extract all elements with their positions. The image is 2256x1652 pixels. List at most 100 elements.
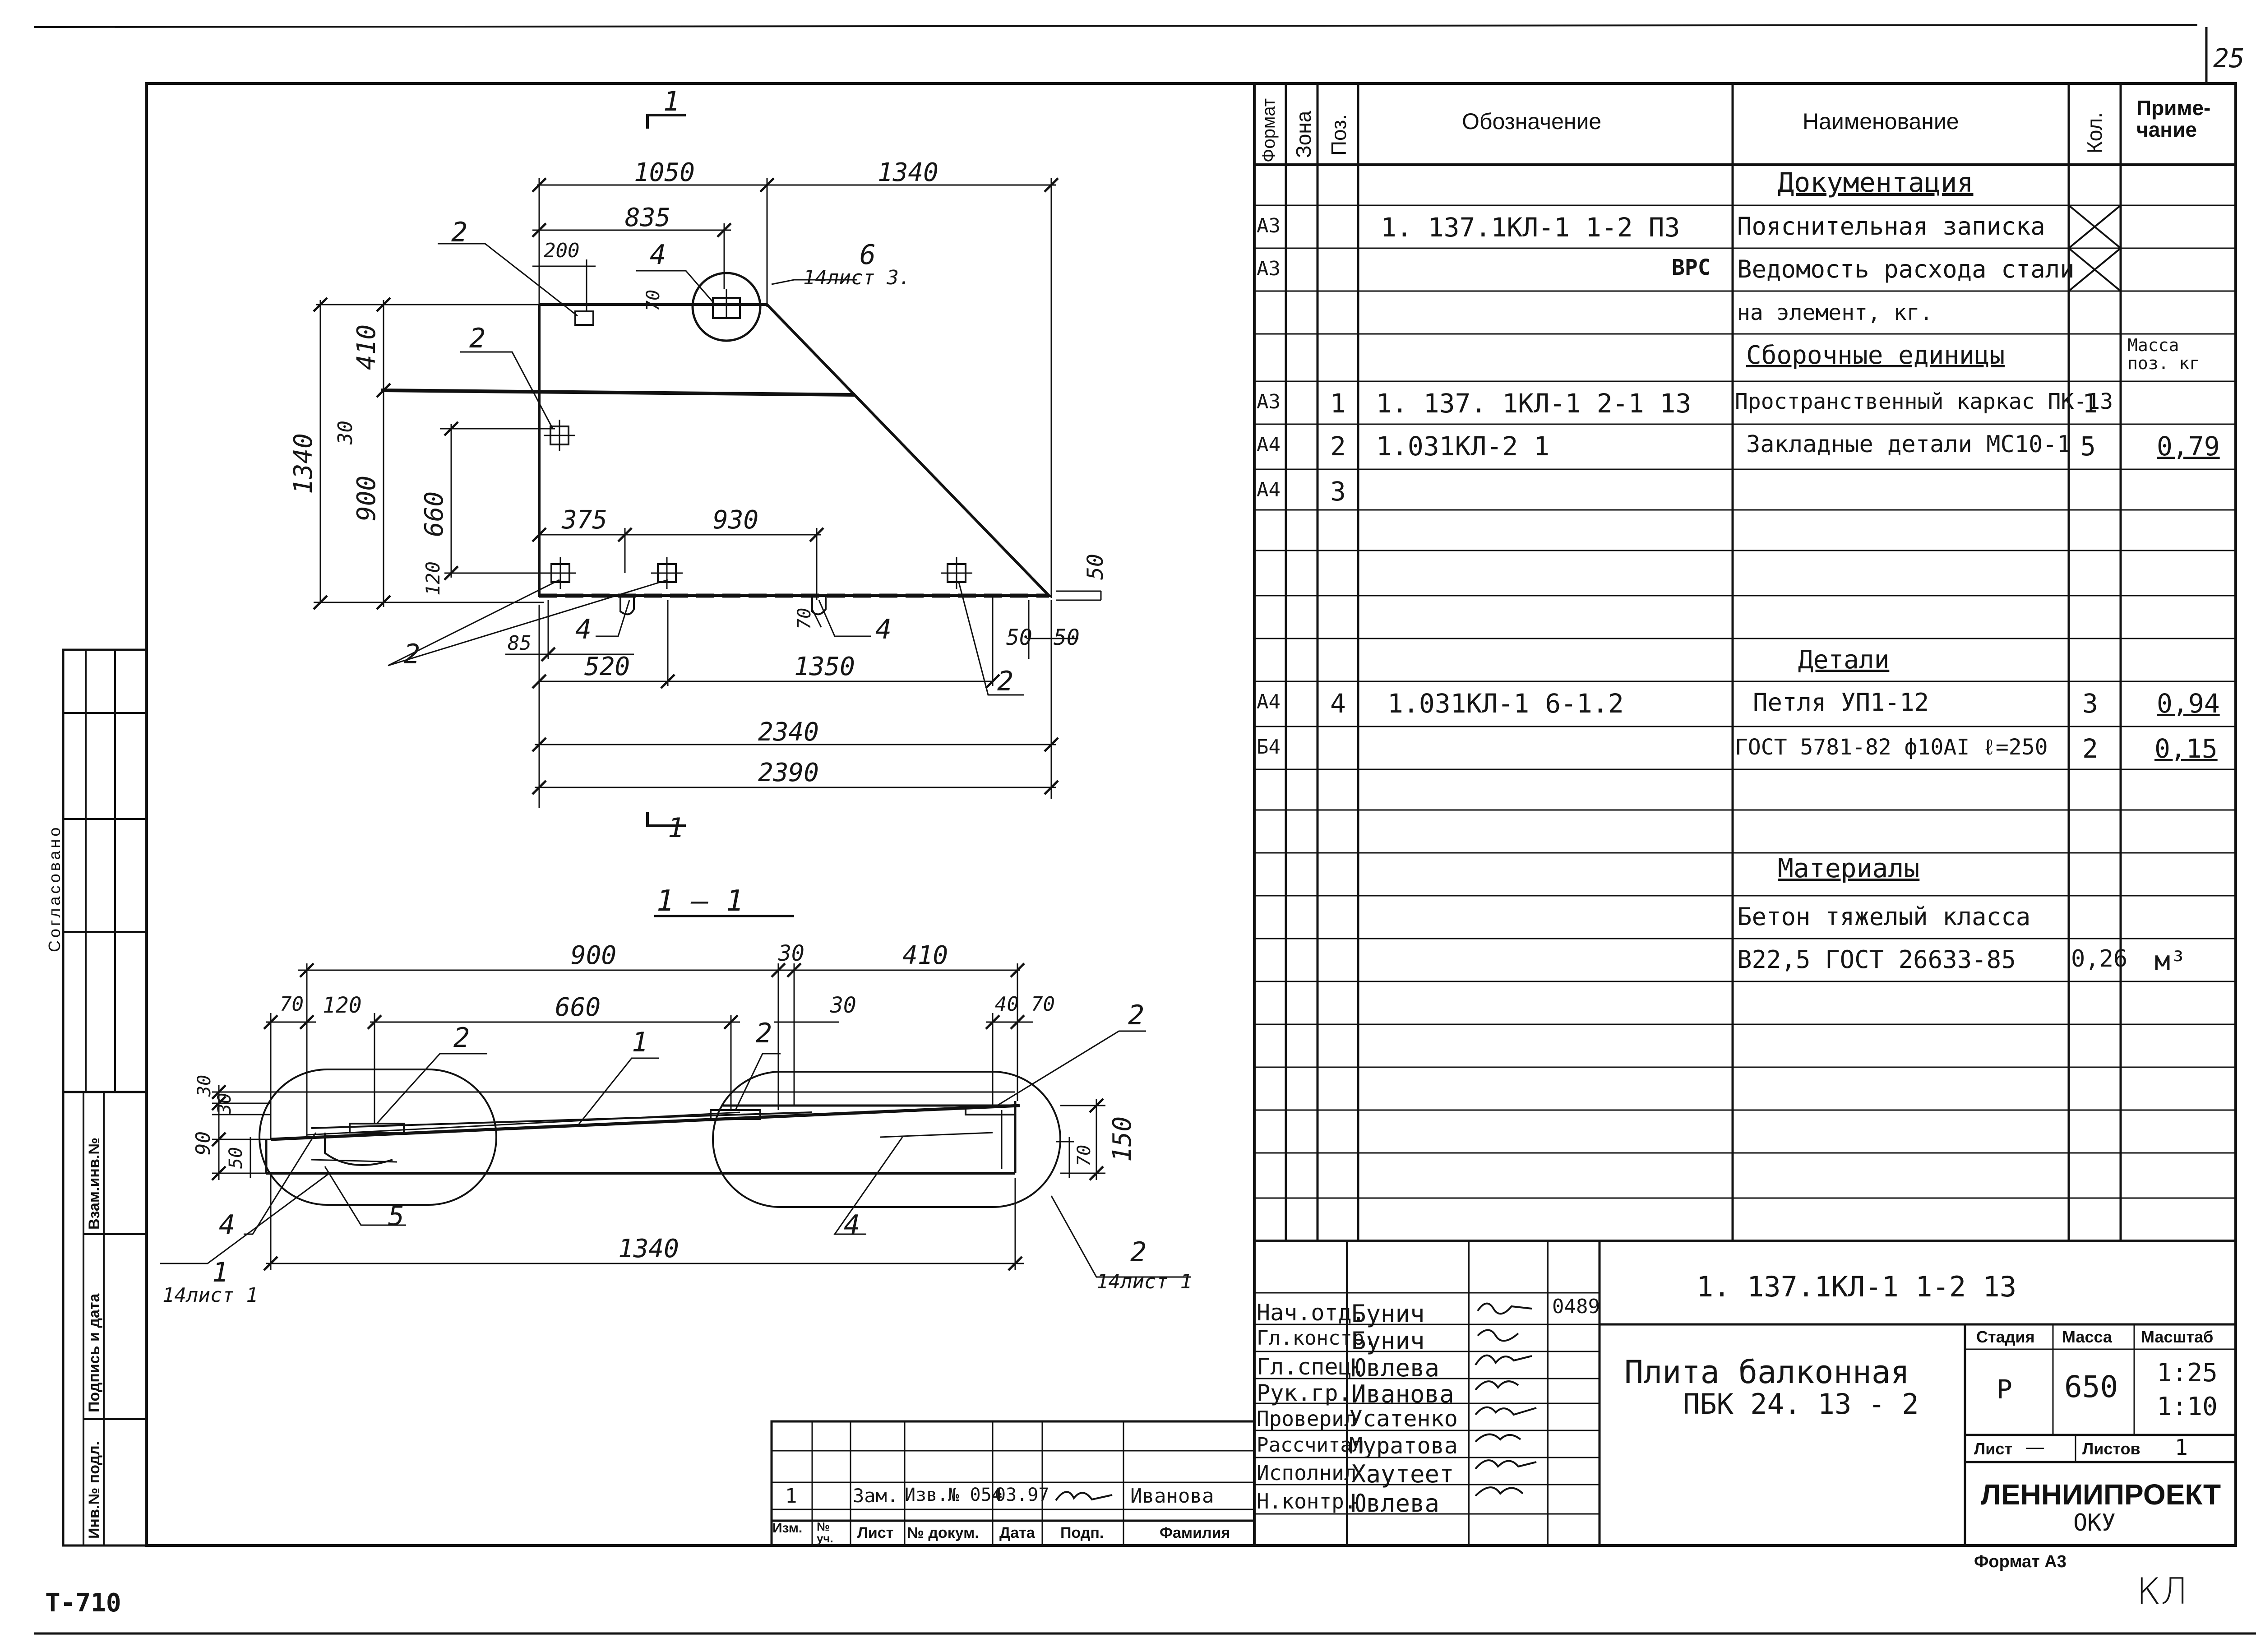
sec-dim-30-mid: 30 — [830, 993, 856, 1018]
format-label: Формат А3 — [1974, 1552, 2066, 1571]
signature-scribbles — [1475, 1302, 1537, 1497]
stage-label: Стадия — [1976, 1328, 2035, 1346]
dim-1350: 1350 — [794, 652, 855, 681]
signer-role: Гл.констр. — [1257, 1327, 1376, 1350]
leader-sheet-3: 14лист 3. — [803, 266, 911, 289]
sec-dim-1340: 1340 — [618, 1234, 679, 1263]
corner-code: Т-710 — [45, 1588, 121, 1618]
doc-title-line2: ПБК 24. 13 - 2 — [1683, 1388, 1919, 1421]
sec-leader-sheet1-right: 14лист 1 — [1096, 1270, 1192, 1293]
spec-row-pos: 1 — [1330, 388, 1346, 419]
spec-header-note: Приме- чание — [2136, 96, 2211, 141]
signer-name: Хаутеет — [1351, 1460, 1454, 1488]
spec-row-fmt: А4 — [1257, 433, 1281, 456]
revision-header: Подп. — [1060, 1524, 1104, 1541]
signer-role: Н.контр. — [1257, 1489, 1357, 1513]
sec-leader-2-left: 2 — [453, 1022, 470, 1054]
spec-row-fmt: А3 — [1257, 390, 1281, 413]
dim-50-right: 50 — [1083, 554, 1108, 580]
signer-role: Нач.отд. — [1257, 1300, 1365, 1326]
revision-number: 1 — [785, 1485, 797, 1508]
spec-row-qty: 0,26 — [2071, 945, 2128, 972]
spec-row-name: Пространственный каркас ПК-13 — [1735, 389, 2113, 414]
spec-row-qty: 2 — [2082, 733, 2098, 764]
leader-pos-4-b: 4 — [875, 614, 892, 645]
sec-leader-sheet1-left: 14лист 1 — [162, 1284, 258, 1307]
dim-410: 410 — [352, 324, 381, 370]
sec-leader-2-right: 2 — [1128, 1000, 1145, 1031]
spec-row-note: 0,79 — [2157, 431, 2220, 462]
section-title: 1 — 1 — [656, 884, 744, 918]
dim-30: 30 — [334, 421, 357, 444]
dim-2390: 2390 — [758, 758, 819, 787]
dim-1050: 1050 — [634, 158, 695, 187]
revision-header: Фамилия — [1160, 1524, 1230, 1541]
sign-date-label: Подпись и дата — [86, 1293, 103, 1412]
spec-header-pos: Поз. — [1327, 114, 1350, 156]
section-mark-bottom: 1 — [668, 812, 684, 844]
dim-660: 660 — [420, 491, 449, 537]
leader-pos-2-right: 2 — [997, 666, 1014, 697]
sec-dim-70-r: 70 — [1031, 993, 1055, 1016]
doc-title-line1: Плита балконная — [1624, 1354, 1910, 1391]
dim-85: 85 — [508, 632, 532, 655]
signer-name: Муратова — [1349, 1433, 1458, 1459]
spec-row-note: м³ — [2154, 945, 2186, 976]
leader-pos-4-a: 4 — [575, 614, 592, 645]
dim-375: 375 — [562, 505, 608, 535]
signer-name: Ювлева — [1351, 1354, 1440, 1382]
leader-pos-4-top: 4 — [650, 239, 666, 271]
dim-200: 200 — [544, 239, 580, 262]
spec-row-fmt: Б4 — [1257, 736, 1281, 759]
revision-header: Лист — [857, 1524, 894, 1541]
spec-row-note: Масса поз. кг — [2127, 335, 2200, 373]
dim-520: 520 — [584, 652, 630, 681]
revision-signature — [1055, 1491, 1113, 1501]
sec-leader-2-bottom: 2 — [1130, 1236, 1147, 1268]
sheet-label: Лист — [1974, 1439, 2013, 1458]
spec-heading-details: Детали — [1798, 645, 1890, 675]
spec-row-note: 0,94 — [2157, 688, 2220, 719]
sec-dim-660: 660 — [555, 993, 601, 1022]
sec-leader-4-mid: 4 — [844, 1209, 860, 1241]
spec-row-pos: 4 — [1330, 688, 1346, 719]
spec-row-fmt: А4 — [1257, 478, 1281, 501]
leader-pos-6: 6 — [860, 239, 876, 271]
scale-label: Масштаб — [2141, 1328, 2214, 1346]
dim-70-pin: 70 — [643, 289, 664, 311]
spec-header-format: Формат — [1259, 98, 1279, 162]
signer-name: Ювлева — [1351, 1489, 1440, 1518]
sheets-label: Листов — [2082, 1439, 2140, 1458]
sec-dim-410: 410 — [902, 941, 948, 970]
sec-leader-2-mid: 2 — [756, 1018, 772, 1049]
dim-930: 930 — [713, 505, 759, 535]
revision-date: 03.97 — [995, 1485, 1049, 1505]
dim-2340: 2340 — [758, 717, 819, 747]
sec-dim-90: 90 — [192, 1131, 215, 1155]
leader-pos-2-mid: 2 — [469, 323, 486, 354]
signer-role: Рук.гр. — [1257, 1380, 1352, 1406]
spec-row-note: 0,15 — [2154, 733, 2218, 764]
spec-row-designation: 1. 137.1КЛ-1 1-2 ПЗ — [1381, 212, 1680, 243]
sec-dim-30-v2: 30 — [214, 1092, 235, 1115]
spec-row-name: Ведомость расхода стали — [1737, 255, 2075, 283]
signer-name: Бунич — [1351, 1300, 1425, 1328]
signer-role: Исполнил — [1257, 1461, 1357, 1485]
sec-leader-5: 5 — [388, 1200, 405, 1232]
stage-value: Р — [1997, 1374, 2012, 1405]
dim-70-low: 70 — [794, 607, 815, 629]
spec-row-designation: 1.031КЛ-2 1 — [1376, 431, 1550, 462]
sec-dim-40: 40 — [995, 993, 1019, 1016]
sec-leader-1: 1 — [632, 1027, 648, 1058]
dim-835: 835 — [625, 203, 671, 232]
dim-1340-top: 1340 — [878, 158, 938, 187]
spec-row-name: Пояснительная записка — [1737, 212, 2045, 241]
sec-dim-150: 150 — [1108, 1116, 1137, 1162]
section-mark-top: 1 — [663, 86, 680, 117]
leader-pos-2-bottom: 2 — [404, 639, 421, 670]
mass-label: Масса — [2062, 1328, 2112, 1346]
spec-heading-documents: Документация — [1778, 167, 1974, 199]
